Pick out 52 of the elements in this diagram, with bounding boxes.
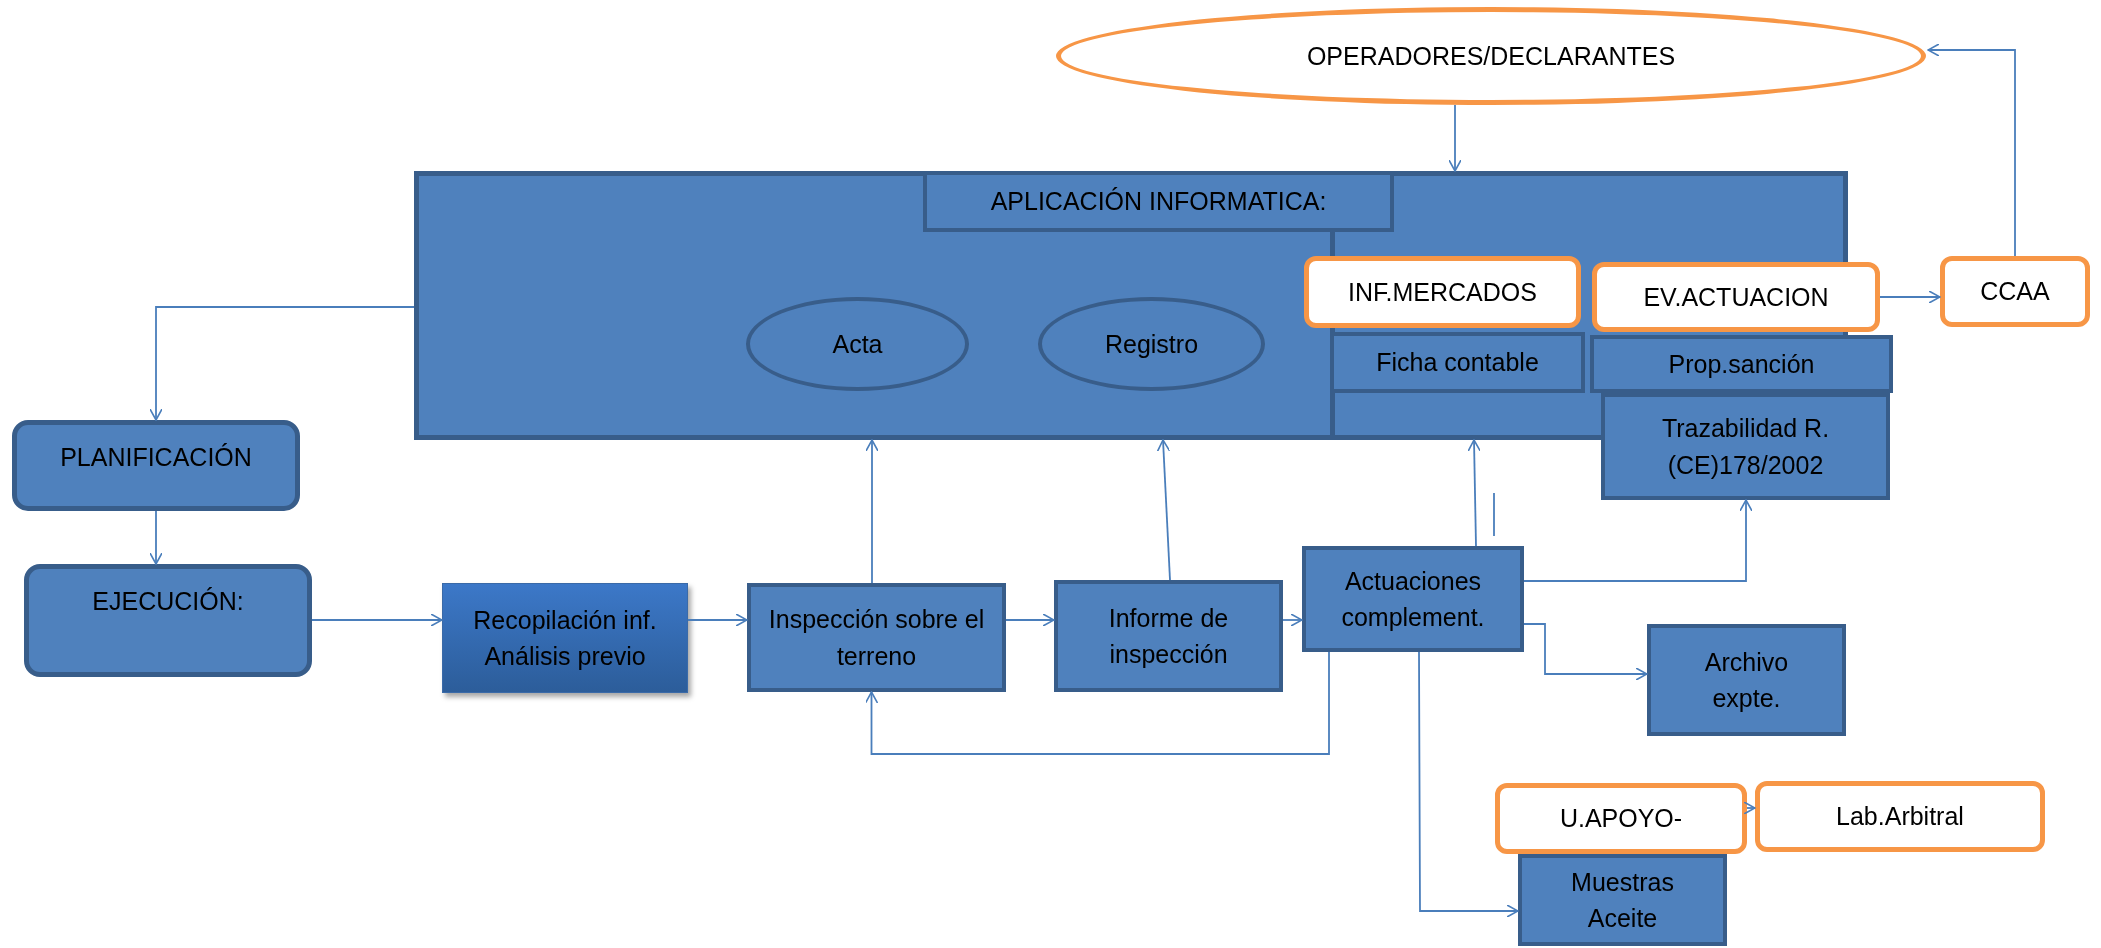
arrow <box>149 510 163 565</box>
arrow <box>1927 43 2016 257</box>
process-box <box>1054 580 1283 692</box>
node-label: CCAA <box>1980 276 2050 308</box>
arrow <box>864 651 1330 755</box>
arrow <box>1467 439 1481 547</box>
node-label: Trazabilidad R.(CE)178/2002 <box>1660 413 1831 481</box>
arrow <box>1418 651 1519 918</box>
arrow <box>687 613 748 627</box>
process-box <box>1647 624 1846 736</box>
arrow <box>1282 613 1303 627</box>
rounded-box <box>1592 262 1880 332</box>
process-box <box>442 583 688 693</box>
node-label: Actuaciones complement. <box>1340 565 1486 633</box>
arrow <box>149 306 415 421</box>
node-label: Archivo expte. <box>1703 646 1790 714</box>
rounded-box <box>1755 781 2045 852</box>
rounded-box <box>12 420 300 511</box>
node-label: Muestras Aceite <box>1570 866 1675 934</box>
arrow <box>1005 613 1055 627</box>
node-label: Registro <box>1104 328 1199 360</box>
node-label: EJECUCIÓN: <box>92 586 244 617</box>
node-label: PLANIFICACIÓN <box>60 442 252 473</box>
node-label: INF.MERCADOS <box>1348 276 1537 308</box>
node-label: Informe de inspección <box>1107 602 1230 670</box>
rounded-box <box>1940 256 2090 327</box>
node-label: Acta <box>832 328 883 360</box>
rounded-box <box>1304 256 1581 328</box>
arrow <box>1523 499 1753 582</box>
node-label: EV.ACTUACION <box>1643 281 1829 313</box>
node-label: Ficha contable <box>1376 347 1539 379</box>
arrow <box>865 439 879 584</box>
arrow <box>1156 439 1171 581</box>
node-label: APLICACIÓN INFORMATICA: <box>990 186 1327 218</box>
node-label: Prop.sanción <box>1668 348 1815 380</box>
node-label: U.APOYO- <box>1559 803 1683 835</box>
process-box <box>1590 335 1893 393</box>
arrow <box>1879 290 1941 304</box>
node-label: Inspección sobre el terreno <box>767 604 986 672</box>
node-label: Recopilación inf. Análisis previo <box>472 604 658 672</box>
rounded-box <box>24 564 312 677</box>
arrow <box>311 613 443 627</box>
arrow <box>1448 104 1462 172</box>
process-box <box>1518 854 1727 946</box>
process-box <box>1601 393 1890 500</box>
node-label: OPERADORES/DECLARANTES <box>1306 40 1676 72</box>
node-label: Lab.Arbitral <box>1836 801 1964 833</box>
process-box <box>1302 546 1524 652</box>
rounded-box <box>1495 783 1747 854</box>
arrow <box>1523 623 1648 681</box>
process-box <box>747 583 1006 692</box>
arrow <box>1743 801 1756 815</box>
